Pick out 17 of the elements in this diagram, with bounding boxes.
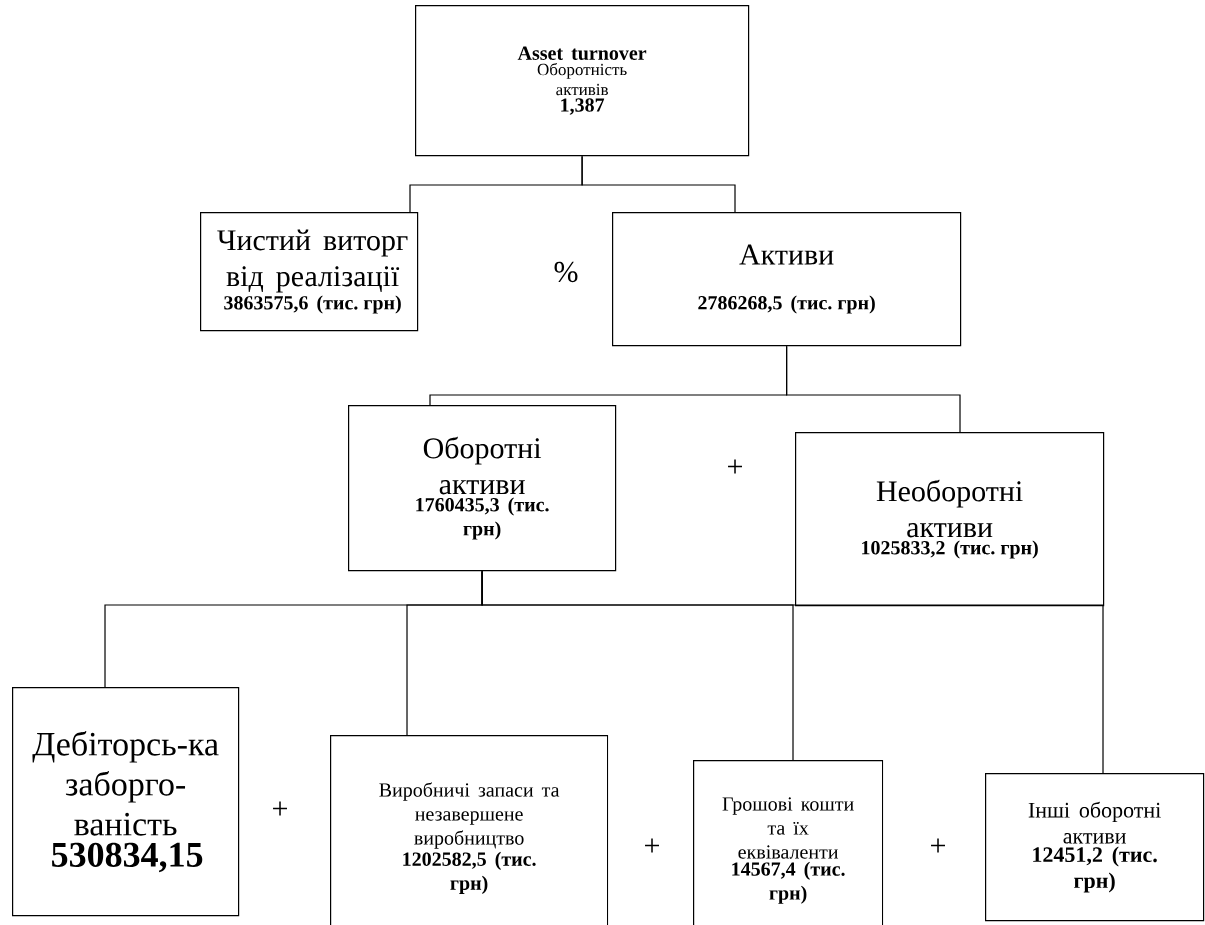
metric-box: Грошові кошти та їх еквіваленти 14567,4 (тис. грн) <box>693 760 884 925</box>
metric-box: Оборотні активи 1760435,3 (тис. грн) <box>348 405 617 572</box>
operator-sign: + <box>931 838 945 853</box>
metric-box: Чистий виторг від реалізації 3863575,6 (тис. грн) <box>200 212 419 332</box>
connector-line <box>581 155 736 213</box>
operator-sign: + <box>273 801 287 816</box>
metric-box: Необоротні активи 1025833,2 (тис. грн) <box>795 432 1105 607</box>
metric-box: Активи 2786268,5 (тис. грн) <box>612 212 962 347</box>
metric-box: Дебіторсь-ка заборго-ваність 530834,15 <box>12 687 240 917</box>
metric-box: Виробничі запаси та незавершене виробництво 1202582,5 (тис. грн) <box>330 735 609 925</box>
metric-box: Asset turnover Оборотність активів 1,387 <box>415 5 750 157</box>
operator-sign: + <box>645 838 659 853</box>
metric-box: Інші оборотні активи 12451,2 (тис. грн) <box>985 773 1205 922</box>
operator-sign: % <box>554 261 578 283</box>
connector-line <box>786 345 961 433</box>
connector-line <box>481 570 1104 774</box>
operator-sign: + <box>728 459 742 474</box>
